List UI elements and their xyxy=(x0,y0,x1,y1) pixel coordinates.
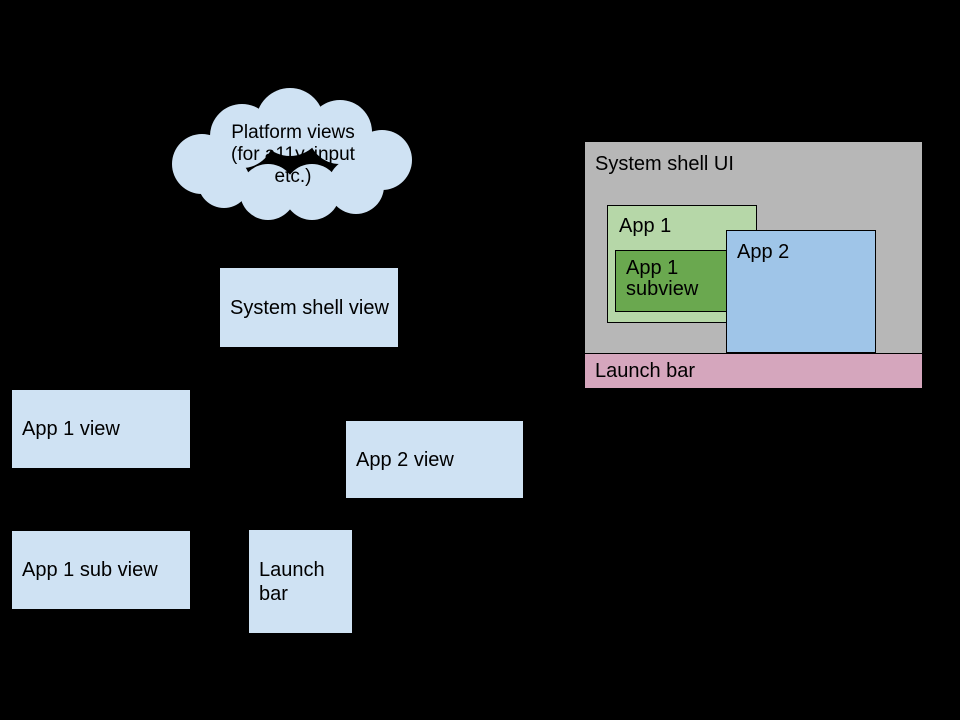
launch-bar-view-box: Launch bar xyxy=(249,530,352,633)
platform-views-cloud: Platform views (for a11y, input etc.) xyxy=(164,86,422,224)
launch-bar-view-label: Launch bar xyxy=(259,558,325,605)
cloud-label: Platform views (for a11y, input etc.) xyxy=(164,86,422,224)
app1-sub-view-label: App 1 sub view xyxy=(22,559,158,581)
cloud-shape-icon xyxy=(170,86,414,222)
app1-sub-view-box: App 1 sub view xyxy=(12,531,190,609)
launch-bar: Launch bar xyxy=(585,353,922,388)
app1-window-label: App 1 xyxy=(619,215,672,237)
system-shell-ui-title: System shell UI xyxy=(595,153,734,175)
cloud-label-line3: etc.) xyxy=(274,166,312,187)
app1-subview-window: App 1 subview xyxy=(615,250,728,312)
app1-view-box: App 1 view xyxy=(12,390,190,468)
app2-window: App 2 xyxy=(726,230,876,353)
app2-view-label: App 2 view xyxy=(356,448,454,471)
cloud-label-line1: Platform views xyxy=(231,122,355,143)
system-shell-view-box: System shell view xyxy=(220,268,398,347)
system-shell-ui-panel: System shell UI App 1 App 1 subview App … xyxy=(585,142,922,388)
launch-bar-label: Launch bar xyxy=(595,359,696,382)
system-shell-view-label: System shell view xyxy=(230,296,389,319)
app2-view-box: App 2 view xyxy=(346,421,523,498)
cloud-label-line2: (for a11y, input xyxy=(231,144,355,165)
app1-subview-window-label: App 1 subview xyxy=(626,257,699,300)
app1-view-label: App 1 view xyxy=(22,418,120,440)
app2-window-label: App 2 xyxy=(737,241,790,263)
